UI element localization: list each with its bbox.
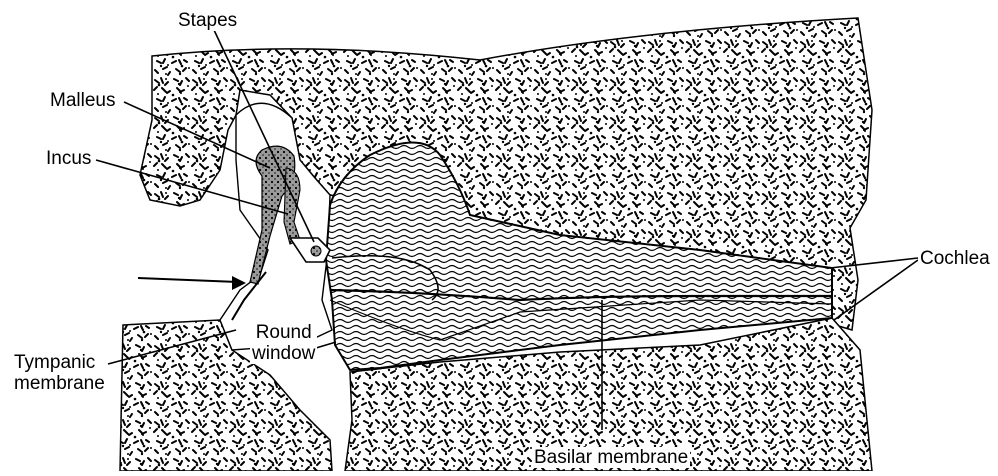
tympanic-membrane-label-line-2: membrane (14, 373, 105, 394)
round-window-label-line-2: window (252, 343, 315, 364)
round-window-leader (316, 342, 336, 348)
incus-label: Incus (44, 148, 93, 169)
round-window-label-line-1: Round (252, 322, 315, 343)
cochlea-label: Cochlea (918, 248, 992, 269)
stapes-label: Stapes (176, 10, 239, 31)
basilar-membrane-label: Basilar membrane (532, 447, 690, 468)
sound-arrow (138, 278, 238, 282)
tympanic-membrane-label-line-1: Tympanic (14, 352, 105, 373)
malleus-label: Malleus (48, 90, 117, 111)
oval-window (311, 246, 321, 256)
round-window-label: Round window (250, 322, 317, 364)
tympanic-membrane-label: Tympanic membrane (12, 352, 107, 394)
